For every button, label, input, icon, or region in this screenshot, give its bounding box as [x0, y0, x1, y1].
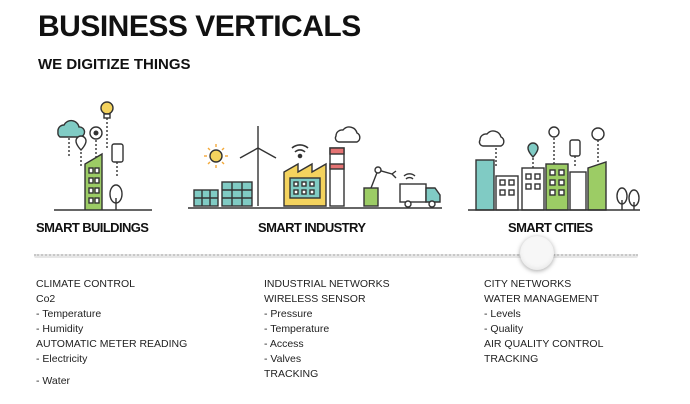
sun-icon	[204, 144, 228, 168]
smart-cities-illustration	[466, 118, 642, 214]
list-item: - Electricity	[36, 353, 88, 365]
smart-industry-illustration	[186, 118, 444, 214]
wind-turbine-icon	[239, 126, 277, 206]
list-item: WIRELESS SENSOR	[264, 293, 366, 305]
list-item: Co2	[36, 293, 56, 305]
list-item: - Valves	[264, 353, 302, 365]
list-item: CLIMATE CONTROL	[36, 278, 135, 290]
cloud-icon	[334, 126, 361, 143]
feature-list-smart-buildings: CLIMATE CONTROL Co2 - Temperature - Humi…	[36, 277, 187, 389]
tree-icon	[616, 187, 640, 210]
cloud-icon	[478, 130, 505, 147]
slider-thumb[interactable]	[520, 236, 554, 270]
location-pin-icon	[75, 135, 87, 151]
solar-panel-icon	[193, 181, 253, 207]
phone-icon	[111, 143, 124, 163]
slider-bar	[34, 254, 638, 258]
robot-arm-icon	[363, 166, 397, 207]
list-item: - Humidity	[36, 323, 84, 335]
list-item: TRACKING	[264, 368, 319, 380]
location-pin-icon	[527, 142, 539, 158]
list-item: - Temperature	[264, 323, 330, 335]
cloud-icon	[57, 119, 86, 138]
list-item: TRACKING	[484, 353, 539, 365]
lightbulb-icon	[100, 101, 114, 119]
wifi-icon	[291, 144, 309, 159]
list-item: AUTOMATIC METER READING	[36, 338, 188, 350]
list-item: - Pressure	[264, 308, 313, 320]
list-item: CITY NETWORKS	[484, 278, 572, 290]
list-item: AIR QUALITY CONTROL	[484, 338, 604, 350]
vertical-label-smart-industry[interactable]: SMART INDUSTRY	[258, 220, 366, 235]
list-item: - Access	[264, 338, 304, 350]
city-buildings-icon	[475, 159, 607, 211]
list-item: - Levels	[484, 308, 521, 320]
vertical-label-smart-cities[interactable]: SMART CITIES	[508, 220, 593, 235]
factory-icon	[283, 162, 327, 207]
lightbulb-icon	[591, 127, 605, 141]
wifi-icon	[403, 173, 416, 180]
page-title: BUSINESS VERTICALS	[38, 10, 361, 43]
smart-buildings-illustration	[52, 98, 154, 213]
page-subtitle: WE DIGITIZE THINGS	[38, 56, 191, 73]
list-item: - Temperature	[36, 308, 102, 320]
vertical-label-smart-buildings[interactable]: SMART BUILDINGS	[36, 220, 149, 235]
slider-dots	[34, 254, 638, 256]
tree-icon	[109, 184, 123, 210]
list-item: WATER MANAGEMENT	[484, 293, 599, 305]
feature-list-smart-industry: INDUSTRIAL NETWORKS WIRELESS SENSOR - Pr…	[264, 277, 390, 382]
office-building-icon	[84, 152, 103, 210]
list-item: - Water	[36, 375, 71, 387]
list-item: INDUSTRIAL NETWORKS	[264, 278, 390, 290]
gear-icon	[548, 126, 560, 138]
phone-icon	[569, 139, 581, 157]
truck-icon	[399, 183, 441, 208]
list-item: - Quality	[484, 323, 524, 335]
feature-list-smart-cities: CITY NETWORKS WATER MANAGEMENT - Levels …	[484, 277, 603, 367]
chimney-icon	[329, 147, 345, 207]
timeline-slider-track[interactable]	[34, 246, 638, 264]
